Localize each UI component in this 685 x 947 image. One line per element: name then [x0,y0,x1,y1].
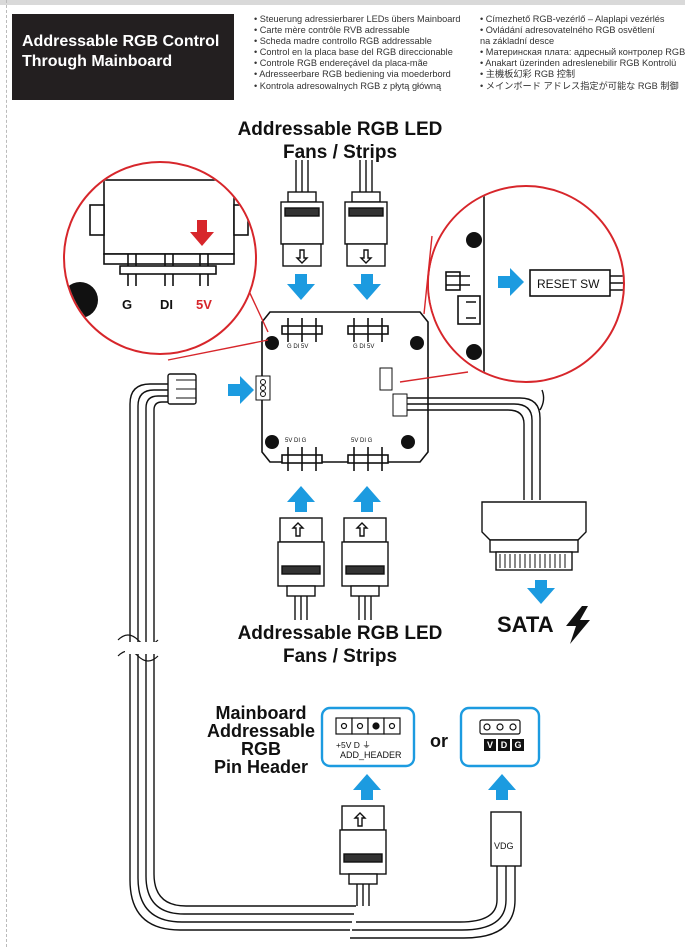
language-list-right: • Címezhető RGB-vezérlő – Alaplapi vezér… [480,14,685,92]
language-line: • Adresseerbare RGB bediening via moeder… [254,69,451,80]
language-line: • Címezhető RGB-vezérlő – Alaplapi vezér… [480,14,665,24]
sata-label: SATA [497,612,554,637]
language-list-left: • Steuerung adressierbarer LEDs übers Ma… [254,14,460,92]
lightning-icon [566,606,590,644]
language-line: • Carte mère contrôle RVB adressable [254,25,410,36]
led-plug-top-right [344,160,388,267]
mainboard-plug [339,805,387,906]
language-line: • Control en la placa base del RGB direc… [254,47,453,58]
reset-switch-label: RESET SW [537,277,600,291]
vdg-cable-label: VDG [494,841,514,851]
add-header-pin-text: +5V D ⏚ [336,740,371,750]
language-line: • Материнская плата: адресный контролер … [480,47,685,58]
top-bar [0,0,685,5]
language-line: • 主機板幻彩 RGB 控制 [480,69,576,80]
vdg-letter-v: V [484,739,496,751]
arrow-right-input [228,376,254,404]
red-arrow-down [190,220,214,246]
language-line: na základní desce [480,36,555,47]
cable-break-mark [117,634,161,662]
add-header-pins [335,717,401,735]
language-line: • Controle RGB endereçável da placa-mãe [254,58,428,69]
top-heading: Addressable RGB LED Fans / Strips [237,119,443,163]
hub-pin-label-top-left: G DI 5V [287,344,309,350]
arrow-down-left [287,274,315,300]
arrow-up-add-header [353,774,381,800]
led-plug-bottom-left [277,517,325,620]
or-label: or [430,731,448,751]
arrow-up-left [287,486,315,512]
hub-board [255,311,429,471]
bottom-heading: Addressable RGB LED Fans / Strips [237,623,443,667]
mainboard-label: Mainboard Addressable RGB Pin Header [206,703,316,777]
led-plug-bottom-right [341,517,389,620]
cut-line [6,0,7,947]
language-line: • Scheda madre controllo RGB addressable [254,36,432,47]
hub-pin-label-bottom-right: 5V DI G [351,438,373,444]
zoom-pin-5v: 5V [196,297,212,312]
vdg-plug [350,811,522,939]
zoom-pin-di: DI [160,297,173,312]
language-line: • Anakart üzerinden adreslenebilir RGB K… [480,58,677,69]
hub-input-plug [167,373,197,405]
arrow-down-sata [527,580,555,604]
language-line: • メインボード アドレス指定が可能な RGB 制御 [480,80,679,91]
language-line: • Steuerung adressierbarer LEDs übers Ma… [254,14,461,24]
zoom-pin-g: G [122,297,133,312]
hub-pin-label-top-right: G DI 5V [353,344,375,350]
arrow-up-vdg [488,774,516,800]
zoom-circle-right [399,185,625,383]
vdg-letters: V D G [484,739,524,751]
sata-cable [407,389,545,500]
language-line: • Ovládání adresovatelného RGB osvětlení [480,25,655,36]
arrow-right-reset [498,268,524,296]
vdg-letter-g: G [512,739,524,751]
title-box [12,14,234,100]
arrow-down-right [353,274,381,300]
vdg-header-box [459,706,541,768]
arrow-up-right [353,486,381,512]
hub-pin-label-bottom-left: 5V DI G [285,438,307,444]
page-title: Addressable RGB Control Through Mainboar… [22,33,220,70]
language-line: • Kontrola adresowalnych RGB z płytą głó… [254,80,442,91]
vdg-letter-d: D [498,739,510,751]
zoom-circle-left [63,161,269,361]
vdg-header-pins [479,719,521,735]
led-plug-top-left [280,160,324,267]
sata-connector [481,501,587,571]
add-header-name: ADD_HEADER [340,750,402,760]
